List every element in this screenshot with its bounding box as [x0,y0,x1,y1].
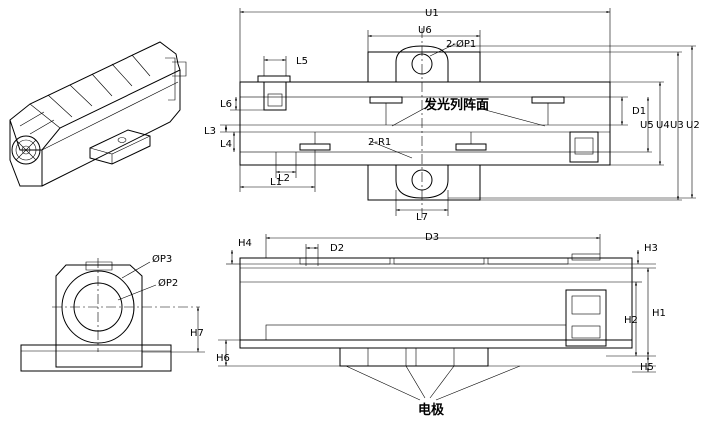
label-h3: H3 [644,243,658,254]
label-h1: H1 [652,308,666,319]
label-h5: H5 [640,362,654,373]
label-u5: U5 [640,120,654,131]
label-u6: U6 [418,25,432,36]
label-r1: 2-R1 [368,137,391,148]
label-l1: L1 [270,177,282,188]
label-p2: ØP2 [158,277,178,289]
label-u1: U1 [425,8,439,19]
label-h7: H7 [190,328,204,339]
front-view [218,234,656,401]
label-d1: D1 [632,106,646,117]
side-view [20,258,205,372]
label-h6: H6 [216,353,230,364]
dimension-labels: U1 U6 2-ØP1 L5 L6 发光列阵面 D1 U5 U4 U3 U2 L… [152,8,700,418]
label-u4: U4 [656,120,670,131]
label-l2: L2 [278,173,290,184]
label-u3: U3 [670,120,684,131]
label-d3: D3 [425,232,439,243]
label-l7: L7 [416,212,428,223]
label-p1: 2-ØP1 [446,38,476,50]
label-l3: L3 [204,126,216,137]
label-d2: D2 [330,243,344,254]
label-l5: L5 [296,56,308,67]
label-p3: ØP3 [152,253,172,265]
label-h4: H4 [238,238,252,249]
top-view [220,8,696,218]
isometric-view [9,41,187,187]
label-l6: L6 [220,99,232,110]
label-u2: U2 [686,120,700,131]
label-electrode: 电极 [418,402,445,418]
label-h2: H2 [624,315,638,326]
label-l4: L4 [220,139,232,150]
label-emitting-surface: 发光列阵面 [423,97,489,113]
